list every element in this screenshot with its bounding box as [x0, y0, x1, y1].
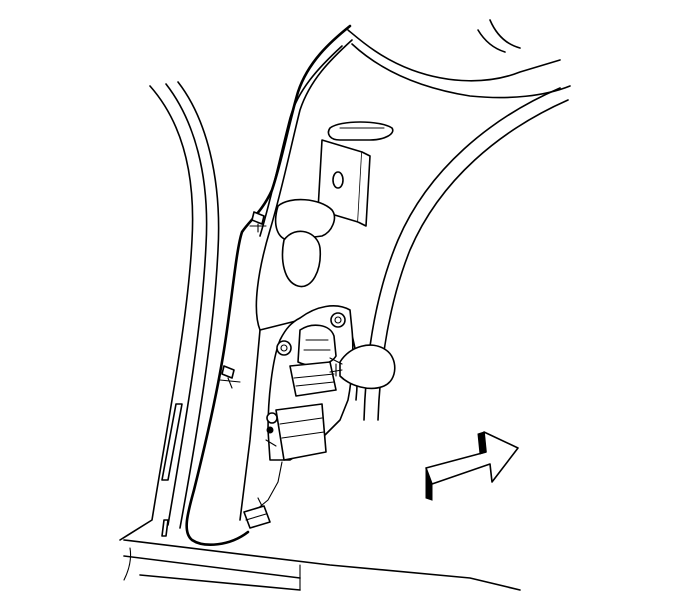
upper-slot: [327, 121, 394, 141]
wiring-harness: [185, 24, 352, 546]
pillar-slots: [161, 403, 183, 537]
harness-clip-upper: [249, 211, 267, 233]
panel-recess: [274, 198, 336, 288]
mounting-bracket: [317, 139, 371, 227]
harness-clip-lower: [219, 365, 241, 389]
bulb: [329, 344, 396, 390]
lamp-socket: [289, 324, 337, 397]
inline-connector: [243, 497, 271, 529]
pillar-outer-contour: [119, 81, 220, 581]
direction-arrow-icon: [425, 431, 519, 501]
lower-sill: [123, 539, 521, 591]
harness-connector: [265, 403, 327, 461]
upper-roof-rail: [347, 19, 571, 99]
